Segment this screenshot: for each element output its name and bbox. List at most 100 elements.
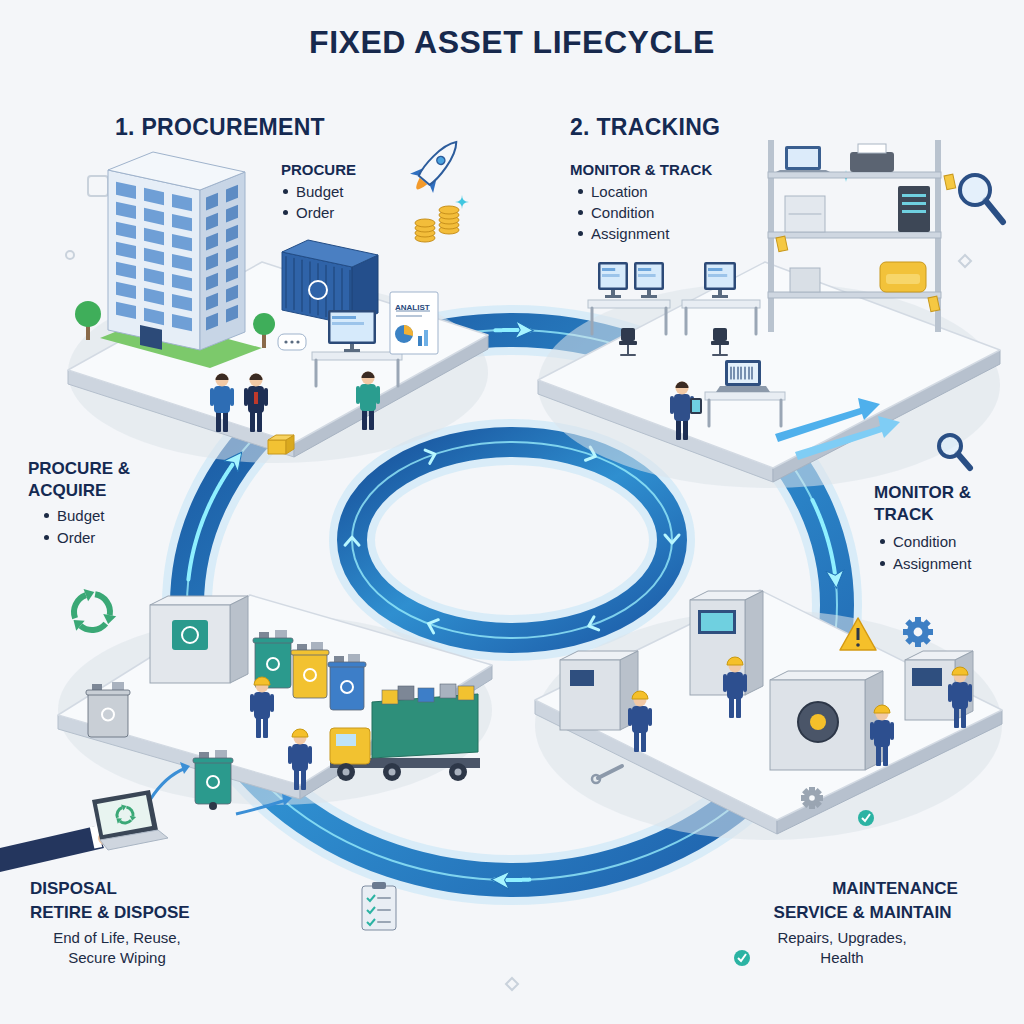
chair-post <box>719 345 721 354</box>
container-rib <box>301 260 303 311</box>
tablet-device <box>690 398 702 414</box>
recycle-arc <box>126 807 133 816</box>
recycle-arc <box>95 594 110 615</box>
machine-front <box>905 660 955 720</box>
warning-mark <box>856 643 860 647</box>
laptop-display <box>97 795 152 835</box>
bullet-dot <box>880 561 885 566</box>
machine-screen <box>698 610 736 634</box>
recycling-bin <box>330 664 364 710</box>
person-body <box>254 692 270 719</box>
procurement-stage: 1. PROCUREMENTPROCUREBudgetOrder <box>60 110 495 455</box>
bin-lid <box>253 638 293 643</box>
checklist-line <box>378 897 390 899</box>
dumpster-item <box>398 686 414 700</box>
check-badge <box>734 950 750 966</box>
wrench <box>598 766 622 778</box>
text-slot: 1. PROCUREMENT <box>115 114 325 141</box>
building-window <box>116 202 136 219</box>
storage-box <box>790 268 820 292</box>
barcode-bar <box>730 367 731 379</box>
ring-highlight <box>352 442 672 638</box>
person-arm <box>210 388 214 406</box>
sleeve <box>0 826 104 872</box>
recycle-arc <box>74 595 86 618</box>
maintenance-stage: MAINTENANCESERVICE & MAINTAINRepairs, Up… <box>530 585 1006 975</box>
text-slot: Budget <box>44 506 105 526</box>
text-slot: MAINTENANCE <box>790 878 1000 900</box>
building-window <box>206 193 218 211</box>
speech-bubble <box>278 334 306 350</box>
speech-dot <box>290 340 293 343</box>
tracking-stage: 2. TRACKINGMONITOR & TRACKLocationCondit… <box>530 110 1005 500</box>
analysis-document <box>390 292 438 354</box>
person-arm <box>670 396 674 414</box>
side-callout-heading: PROCURE & ACQUIRE <box>28 459 130 500</box>
wheel-hub <box>343 769 350 776</box>
tablet-screen <box>692 400 700 412</box>
person-head <box>362 372 375 385</box>
text-slot: MONITOR & TRACK <box>570 160 712 180</box>
clipboard-clip <box>372 882 386 889</box>
building-window <box>116 282 136 299</box>
stage-heading: 1. PROCUREMENT <box>115 114 325 140</box>
building-window <box>226 185 238 203</box>
decor-diamond <box>959 255 971 267</box>
flow-arrowhead <box>282 794 292 806</box>
building-window <box>144 308 164 325</box>
lifecycle-arrow <box>812 500 836 585</box>
office-building <box>108 170 200 350</box>
chair-seat <box>711 341 729 345</box>
truck-wheel <box>449 763 467 781</box>
person-figure <box>723 657 747 718</box>
person-head <box>676 382 689 395</box>
building-window <box>226 305 238 323</box>
person-figure <box>356 372 380 431</box>
bullet-item: Assignment <box>591 225 669 242</box>
bin-recycle-mark <box>267 658 279 670</box>
stage-subheading: RETIRE & DISPOSE <box>30 903 190 922</box>
stage-heading: MAINTENANCE <box>832 879 958 898</box>
bullet-dot <box>283 210 288 215</box>
chair-seat <box>619 341 637 345</box>
hard-hat <box>292 729 308 737</box>
flow-arrow <box>150 768 186 800</box>
flow-arrowhead <box>180 762 190 774</box>
person-arm <box>270 694 274 712</box>
truck-wheel <box>337 763 355 781</box>
side-callout-heading: MONITOR & TRACK <box>874 483 971 524</box>
person-leg <box>729 696 734 718</box>
ring-chevron <box>665 535 679 543</box>
shelf-board <box>768 172 941 178</box>
magnifier-handle <box>986 201 1004 223</box>
monitor-base <box>344 349 360 352</box>
person-arm <box>308 746 312 764</box>
machine-side <box>230 596 248 683</box>
asset-tag <box>944 174 956 190</box>
bullet-dot <box>578 231 583 236</box>
monitor-frame <box>328 310 376 344</box>
bin-recycle-mark <box>304 669 316 681</box>
monitor-frame <box>634 262 664 290</box>
gear-hole <box>809 795 815 801</box>
rocket-window <box>435 155 446 166</box>
stage-description: End of Life, Reuse, Secure Wiping <box>53 929 181 966</box>
barcode-bar <box>737 367 738 379</box>
barcode-bar <box>748 367 749 379</box>
decor-circle <box>66 251 74 259</box>
person-head <box>216 374 229 387</box>
bullet-item: Location <box>591 183 648 200</box>
hard-hat <box>952 667 968 675</box>
building-window <box>172 234 192 251</box>
desk-top <box>588 300 670 308</box>
building-window <box>226 265 238 283</box>
desk-leg <box>708 400 711 426</box>
person-leg <box>250 410 255 432</box>
building-window <box>116 262 136 279</box>
decor-square <box>88 176 108 196</box>
flow-arrow <box>795 416 900 460</box>
building-window <box>172 254 192 271</box>
desk-leg <box>755 308 758 334</box>
text-slot: PROCURE & ACQUIRE <box>28 458 158 502</box>
